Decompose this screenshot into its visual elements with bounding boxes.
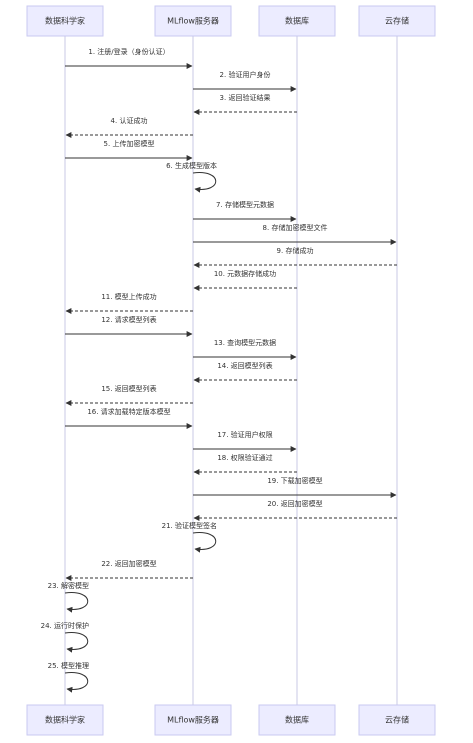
actor-label-bottom: 数据库 [285, 715, 309, 725]
actor-box-bottom [358, 704, 436, 736]
message: 15. 返回模型列表 [65, 384, 193, 406]
actor-box-top [358, 5, 436, 37]
message-label: 9. 存储成功 [277, 246, 314, 255]
message: 11. 模型上传成功 [65, 292, 193, 314]
message: 22. 返回加密模型 [65, 559, 193, 581]
message-label: 2. 验证用户身份 [220, 70, 271, 79]
message-label: 13. 查询模型元数据 [214, 338, 276, 347]
message: 16. 请求加载特定版本模型 [65, 407, 193, 429]
actor-label-top: 数据科学家 [45, 16, 85, 26]
actor-box-top [26, 5, 104, 37]
message-label: 23. 解密模型 [48, 581, 89, 590]
message: 4. 认证成功 [65, 116, 193, 138]
actors-top: 数据科学家 MLflow服务器 数据库 云存储 [26, 5, 436, 37]
actor-box-bottom [154, 704, 232, 736]
message: 1. 注册/登录（身份认证） [65, 47, 193, 69]
actor-label-top: 云存储 [385, 16, 409, 26]
message-label: 1. 注册/登录（身份认证） [88, 47, 169, 56]
message-label: 6. 生成模型版本 [166, 161, 217, 170]
message-label: 21. 验证模型签名 [162, 521, 217, 530]
message: 18. 权限验证通过 [193, 453, 297, 475]
message-label: 24. 运行时保护 [41, 621, 89, 630]
message-label: 8. 存储加密模型文件 [263, 223, 328, 232]
message: 17. 验证用户权限 [193, 430, 297, 452]
message-label: 22. 返回加密模型 [101, 559, 156, 568]
message-self-arrow [64, 632, 89, 653]
actor-box-bottom [26, 704, 104, 736]
message: 14. 返回模型列表 [193, 361, 297, 383]
message-label: 11. 模型上传成功 [101, 292, 156, 301]
message-label: 14. 返回模型列表 [217, 361, 272, 370]
actor-box-top [258, 5, 336, 37]
message: 2. 验证用户身份 [193, 70, 297, 92]
actor-label-bottom: 数据科学家 [45, 715, 85, 725]
message-label: 18. 权限验证通过 [217, 453, 272, 462]
message: 21. 验证模型签名 [162, 521, 217, 553]
lifelines [64, 36, 398, 705]
actor-label-top: 数据库 [285, 16, 309, 26]
message-label: 12. 请求模型列表 [101, 315, 156, 324]
message: 23. 解密模型 [48, 581, 89, 613]
messages: 1. 注册/登录（身份认证） 2. 验证用户身份 3. 返回验证结果 4. 认证成功 5… [41, 47, 397, 693]
message-label: 5. 上传加密模型 [104, 139, 155, 148]
message: 6. 生成模型版本 [166, 161, 217, 193]
actor-label-bottom: 云存储 [385, 715, 409, 725]
message-self-arrow [192, 172, 217, 193]
message-self-arrow [64, 592, 89, 613]
message-self-arrow [64, 672, 89, 693]
message: 13. 查询模型元数据 [193, 338, 297, 360]
message: 20. 返回加密模型 [193, 499, 397, 521]
message: 3. 返回验证结果 [193, 93, 297, 115]
message: 19. 下载加密模型 [193, 476, 397, 498]
actor-box-bottom [258, 704, 336, 736]
actors-bottom: 数据科学家 MLflow服务器 数据库 云存储 [26, 704, 436, 736]
actor-box-top [154, 5, 232, 37]
message: 24. 运行时保护 [41, 621, 89, 653]
message: 8. 存储加密模型文件 [193, 223, 397, 245]
message-label: 25. 模型推理 [48, 661, 89, 670]
actor-label-top: MLflow服务器 [167, 16, 219, 26]
message-self-arrow [192, 532, 217, 553]
message-label: 20. 返回加密模型 [267, 499, 322, 508]
message-label: 4. 认证成功 [111, 116, 148, 125]
message-label: 10. 元数据存储成功 [214, 269, 276, 278]
actor-label-bottom: MLflow服务器 [167, 715, 219, 725]
message-label: 16. 请求加载特定版本模型 [87, 407, 170, 416]
message-label: 19. 下载加密模型 [267, 476, 322, 485]
message: 5. 上传加密模型 [65, 139, 193, 161]
message: 12. 请求模型列表 [65, 315, 193, 337]
message: 7. 存储模型元数据 [193, 200, 297, 222]
message-label: 7. 存储模型元数据 [216, 200, 274, 209]
message-label: 17. 验证用户权限 [217, 430, 272, 439]
message-label: 15. 返回模型列表 [101, 384, 156, 393]
message: 9. 存储成功 [193, 246, 397, 268]
message-label: 3. 返回验证结果 [220, 93, 271, 102]
message: 10. 元数据存储成功 [193, 269, 297, 291]
message: 25. 模型推理 [48, 661, 89, 693]
